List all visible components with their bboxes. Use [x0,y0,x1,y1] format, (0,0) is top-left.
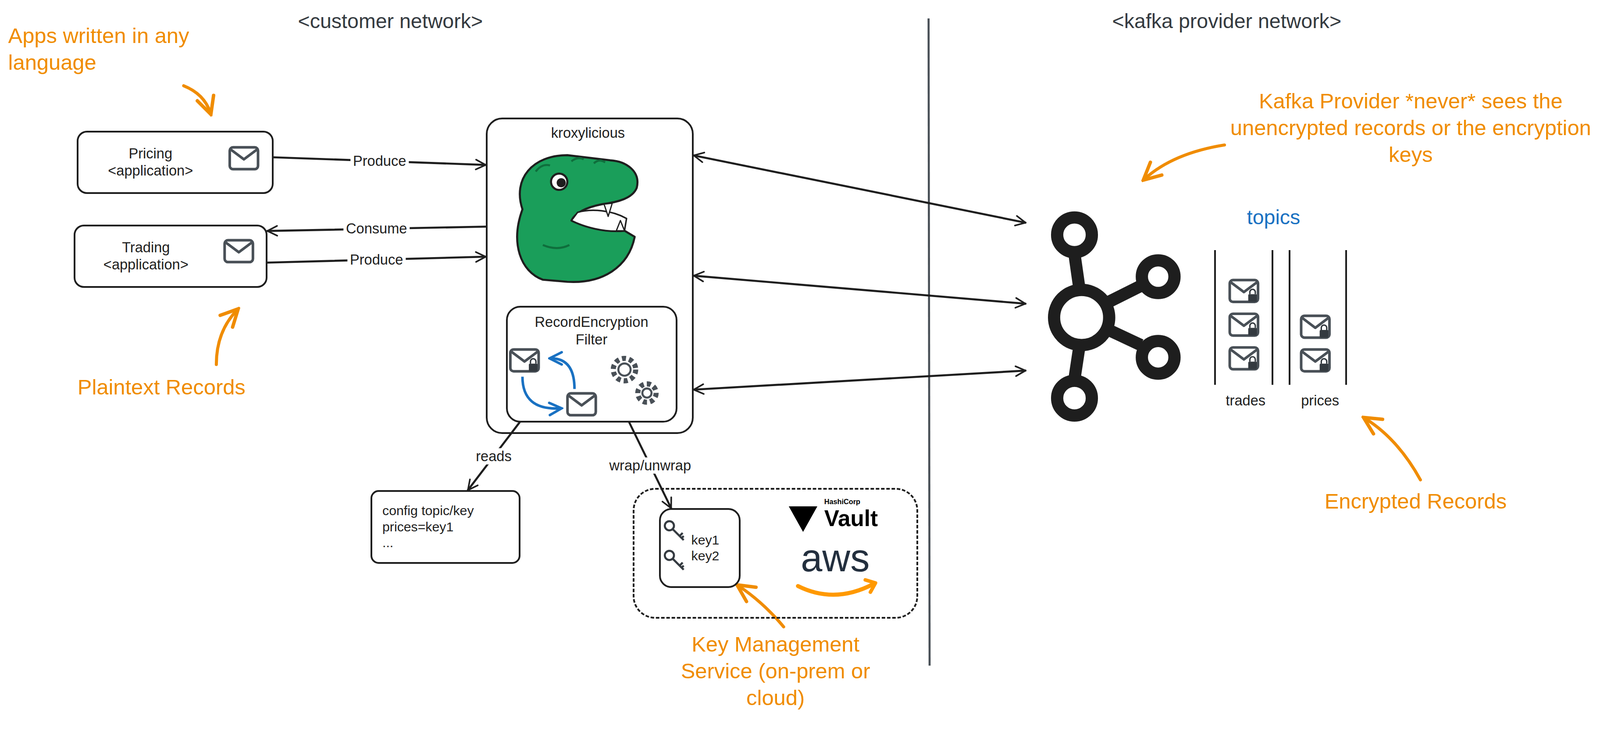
envelope-icon [224,240,254,263]
kafka-cluster: topics tradesprices [1025,203,1363,419]
filter-box: RecordEncryption Filter [506,305,678,422]
edge-label: reads [473,447,515,464]
node-heading: Vault [824,506,878,531]
network-heading: <kafka provider network> [1112,8,1342,34]
vault-logo-mark [788,506,818,532]
node-heading: topics [1247,206,1301,229]
node-heading: trades [1203,392,1288,409]
network-divider [928,18,930,666]
edge-label: Consume [343,220,410,237]
network-heading: <customer network> [298,8,484,34]
node-text: prices=key1 [382,518,454,535]
application-box: Pricing <application> [76,130,274,194]
node-text: RecordEncryption Filter [534,313,649,348]
encrypted-messages [1229,279,1330,371]
callout-arrows [183,85,1421,627]
envelope-icon [229,147,259,170]
application-box: Trading <application> [73,224,268,288]
aws-smile-tip [865,579,876,592]
node-heading: prices [1278,392,1362,409]
edge-label: Produce [347,251,406,268]
connector-arrow [693,275,1026,304]
proxy-box: kroxyliciousRecordEncryption Filter [485,117,694,434]
connector-arrow [693,155,1026,223]
key-store-box: key1key2 [659,507,741,588]
key-icons [664,520,684,570]
node-text: ... [382,534,394,551]
node-heading: HashiCorp [824,497,861,506]
node-heading: kroxylicious [487,125,689,142]
callout-note: Plaintext Records [77,373,246,401]
edge-label: Produce [350,153,409,170]
callout-note: Encrypted Records [1324,487,1508,515]
encryption-illustration [510,349,656,416]
node-text: config topic/key [382,502,474,519]
callout-note: Apps written in any language [8,22,198,76]
kroxylicious-gator [517,155,638,282]
connector-arrow [693,370,1026,390]
config-box: config topic/keyprices=key1... [370,489,521,564]
kafka-logo [1054,217,1175,416]
node-text: Pricing <application> [107,145,193,180]
callout-note: Key Management Service (on-prem or cloud… [663,630,888,711]
node-text: key1 [691,531,720,548]
kms-region: HashiCorpVault aws key1key2 [632,487,919,619]
callout-note: Kafka Provider *never* sees the unencryp… [1224,87,1597,168]
topic-column: prices [1288,249,1347,385]
node-text: key2 [691,547,720,564]
topic-column: trades [1214,249,1274,385]
node-heading: aws [800,536,870,579]
node-text: Trading <application> [103,238,189,274]
aws-smile [798,583,874,595]
edge-label: wrap/unwrap [606,456,695,474]
